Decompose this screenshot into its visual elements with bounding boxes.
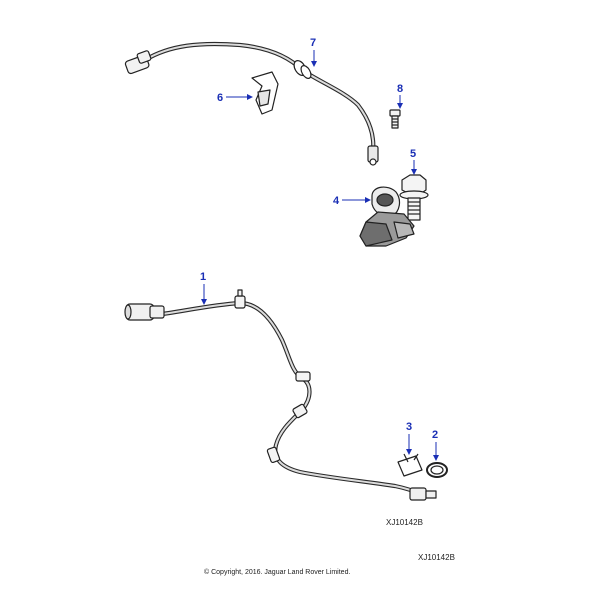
upper-sensor-cable: [124, 41, 379, 166]
callout-5: 5: [410, 148, 417, 175]
lower-sensor-harness: [124, 289, 437, 501]
harness-clip: [397, 453, 423, 477]
callout-7: 7: [310, 37, 317, 67]
small-bolt: [389, 109, 401, 129]
callout-8: 8: [397, 83, 403, 109]
svg-text:5: 5: [410, 148, 416, 160]
callout-3: 3: [406, 421, 412, 455]
svg-text:3: 3: [406, 421, 412, 433]
callout-1: 1: [200, 271, 207, 305]
svg-text:1: 1: [200, 271, 206, 283]
svg-text:6: 6: [217, 92, 223, 104]
callout-6: 6: [217, 92, 253, 104]
copyright-notice: © Copyright, 2016. Jaguar Land Rover Lim…: [204, 568, 350, 576]
callout-2: 2: [432, 429, 439, 461]
svg-text:4: 4: [333, 195, 340, 207]
o-ring: [426, 462, 448, 478]
svg-text:2: 2: [432, 429, 438, 441]
flange-bolt: [399, 174, 429, 221]
drawing-ref-inner: XJ10142B: [386, 518, 423, 527]
callout-4: 4: [333, 195, 371, 207]
sensor-bracket: [359, 186, 415, 247]
svg-text:8: 8: [397, 83, 403, 95]
drawing-ref-outer: XJ10142B: [418, 553, 455, 562]
svg-text:7: 7: [310, 37, 316, 49]
retaining-clip-upper: [251, 71, 279, 115]
